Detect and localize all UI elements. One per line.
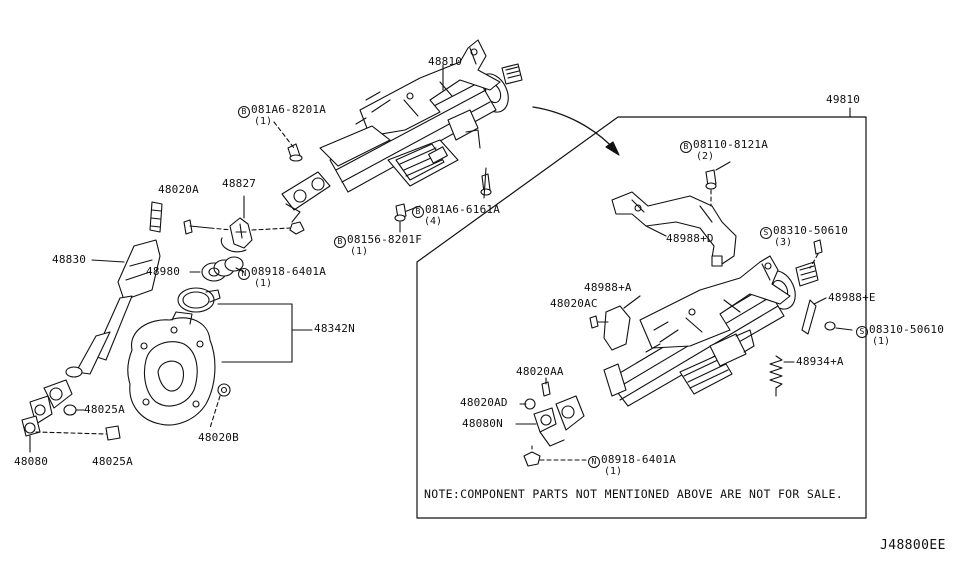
label-08310-50610-a-text: 08310-50610	[773, 224, 849, 237]
leader-50610-b	[835, 327, 853, 331]
bolt-prefix-icon: B	[238, 106, 250, 118]
qty-08918-6401A: (1)	[254, 278, 273, 289]
leader-clamp-nut	[251, 227, 291, 231]
label-08918-6401A-text: 08918-6401A	[251, 265, 327, 278]
bolt-48020AC-shape	[589, 315, 599, 329]
label-08156-8201F-text: 08156-8201F	[347, 233, 423, 246]
qty-081A6-6161A: (4)	[424, 216, 443, 227]
label-48827: 48827	[222, 177, 257, 190]
label-48025A-2: 48025A	[92, 455, 133, 468]
screw-prefix-icon: S	[760, 227, 772, 239]
label-48988A: 48988+A	[584, 281, 632, 294]
label-48988E: 48988+E	[828, 291, 876, 304]
not-for-sale-note: NOTE:COMPONENT PARTS NOT MENTIONED ABOVE…	[424, 487, 843, 501]
steering-column-48810	[281, 39, 523, 223]
label-48342N: 48342N	[314, 322, 355, 335]
leader-50610-a	[809, 253, 819, 269]
bolt-prefix-icon: B	[334, 236, 346, 248]
leader-48988D	[645, 225, 667, 237]
label-08110-8121A-text: 08110-8121A	[693, 138, 769, 151]
label-48810: 48810	[428, 55, 463, 68]
bracket-48988E-shape	[801, 299, 836, 335]
label-48020AC: 48020AC	[550, 297, 598, 310]
label-08918-6401A-r-text: 08918-6401A	[601, 453, 677, 466]
bracket-48342N	[217, 303, 293, 363]
seal-ring-shape	[177, 287, 221, 313]
label-48080N: 48080N	[462, 417, 503, 430]
bolt-08156-8201F-shape	[394, 203, 407, 222]
label-49810: 49810	[826, 93, 861, 106]
leader-8121A	[715, 161, 731, 171]
joint-48080N-shape	[533, 395, 585, 447]
label-48934A: 48934+A	[796, 355, 844, 368]
nut-prefix-icon: N	[588, 456, 600, 468]
label-48020A: 48020A	[158, 183, 199, 196]
bolt-48025A-shape	[63, 404, 121, 441]
bolt-081A6-8201A-shape	[287, 143, 303, 162]
joint-48080-shape	[21, 379, 73, 437]
nut-48020B-shape	[217, 383, 231, 397]
bolt-prefix-icon: B	[680, 141, 692, 153]
leader-48988A	[623, 295, 641, 309]
bolt-prefix-icon: B	[412, 206, 424, 218]
nut-prefix-icon: N	[238, 268, 250, 280]
arrowhead	[605, 141, 620, 156]
bracket-48988D-shape	[611, 191, 737, 267]
cover-48342N-shape	[127, 311, 216, 426]
diagram-code: J48800EE	[880, 538, 946, 553]
qty-08310-50610-a: (3)	[774, 237, 793, 248]
boot-48980-shape	[201, 256, 244, 282]
leader-6161A	[483, 167, 487, 199]
spring-48934A-shape	[769, 355, 783, 397]
label-08310-50610-b-text: 08310-50610	[869, 323, 945, 336]
steering-column-49810	[603, 255, 819, 407]
label-081A6-8201A-text: 081A6-8201A	[251, 103, 327, 116]
bolt-081A6-6161A-shape	[480, 173, 492, 196]
group-box-49810	[416, 116, 867, 519]
bolt-08110-8121A-shape	[705, 169, 717, 190]
label-48080: 48080	[14, 455, 49, 468]
label-48830: 48830	[52, 253, 87, 266]
bolt-48020A-shape	[183, 219, 211, 235]
qty-08310-50610-b: (1)	[872, 336, 891, 347]
qty-081A6-8201A: (1)	[254, 116, 273, 127]
bolt-48020AA-shape	[524, 381, 551, 410]
clamp-48827-shape	[220, 217, 253, 253]
leader-48025A-2	[35, 431, 107, 435]
qty-08156-8201F: (1)	[350, 246, 369, 257]
label-48988D: 48988+D	[666, 232, 714, 245]
nut-08918-r-shape	[523, 451, 541, 467]
label-48020AA: 48020AA	[516, 365, 564, 378]
leader-48020B	[209, 395, 221, 429]
transfer-arrow	[532, 106, 616, 151]
label-48025A-1: 48025A	[84, 403, 125, 416]
qty-08918-6401A-r: (1)	[604, 466, 623, 477]
leader-48988E	[813, 297, 827, 305]
label-48980: 48980	[146, 265, 181, 278]
label-081A6-6161A-text: 081A6-6161A	[425, 203, 501, 216]
leader-48020A	[209, 227, 233, 231]
bracket-48988A-shape	[603, 305, 631, 351]
label-48020B: 48020B	[198, 431, 239, 444]
screw-08310-a-shape	[813, 239, 823, 255]
leader-48830	[91, 259, 125, 263]
nut-08918-shape	[289, 221, 305, 235]
qty-08110-8121A: (2)	[696, 151, 715, 162]
lower-shaft-48830-shape	[65, 201, 163, 378]
leader-081A6-8201A	[273, 121, 295, 149]
label-48020AD: 48020AD	[460, 396, 508, 409]
screw-prefix-icon: S	[856, 326, 868, 338]
